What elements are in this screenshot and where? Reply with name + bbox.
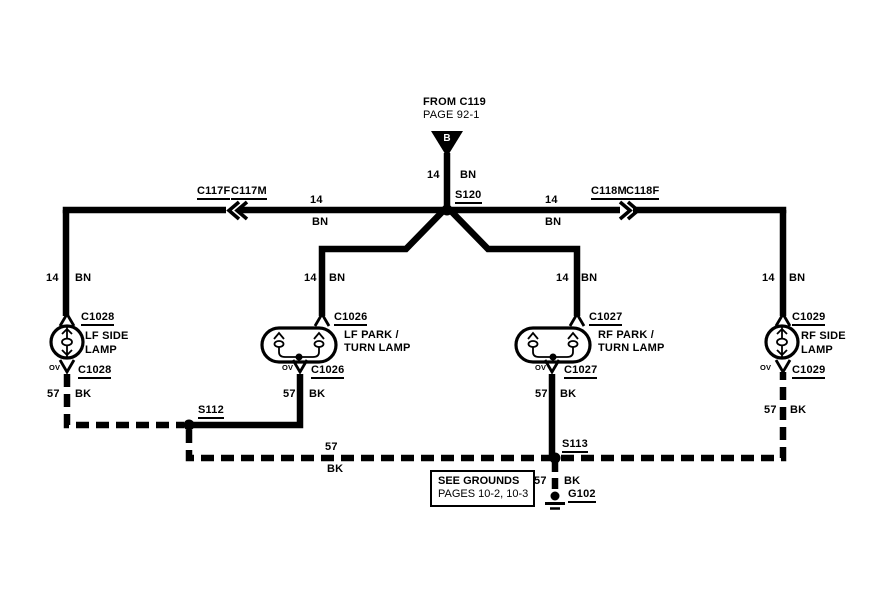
- splice-s120-dot: [441, 204, 453, 216]
- connector-flare-symbols: [58, 311, 792, 375]
- wire-gauge-label: 14: [545, 194, 558, 206]
- ground-g102-symbol: [545, 491, 565, 510]
- page-reference-label: PAGE 92-1: [423, 109, 480, 121]
- rf-side-lamp-name-line2: LAMP: [801, 344, 833, 356]
- connector-c1029-top-label: C1029: [792, 311, 826, 326]
- connector-c1028-bottom-label: C1028: [78, 364, 112, 379]
- wire-color-label: BN: [789, 272, 806, 284]
- inline-connector-c118-symbol: [618, 200, 641, 221]
- feed-wires-solid: [62, 153, 787, 316]
- connector-c117f-label: C117F: [197, 185, 231, 200]
- ground-wires-solid: [189, 374, 556, 458]
- splice-s120-label: S120: [455, 189, 482, 204]
- wire-color-label: BK: [564, 475, 581, 487]
- grounds-note-box: SEE GROUNDS PAGES 10-2, 10-3: [430, 470, 536, 507]
- lf-side-lamp-name-line1: LF SIDE: [85, 330, 129, 342]
- wire-color-label: BK: [560, 388, 577, 400]
- lf-side-lamp-symbol: [49, 324, 85, 360]
- wire-gauge-label: 57: [47, 388, 60, 400]
- connector-c1026-bottom-label: C1026: [311, 364, 345, 379]
- triangle-letter-label: B: [443, 133, 451, 144]
- rf-park-turn-lamp-name-line2: TURN LAMP: [598, 342, 665, 354]
- wire-color-label: BN: [312, 216, 329, 228]
- connector-c1026-top-label: C1026: [334, 311, 368, 326]
- wire-gauge-label: 14: [762, 272, 775, 284]
- wire-gauge-label: 14: [46, 272, 59, 284]
- splice-s113-label: S113: [562, 438, 588, 453]
- ground-wires-dashed: [63, 372, 787, 491]
- ground-g102-label: G102: [568, 488, 596, 503]
- wire-color-label: BK: [790, 404, 807, 416]
- rf-park-turn-lamp-symbol: [514, 326, 592, 364]
- connector-ov-label: OV: [282, 363, 294, 372]
- grounds-note-line2: PAGES 10-2, 10-3: [438, 488, 529, 500]
- lf-park-turn-lamp-name-line1: LF PARK /: [344, 329, 399, 341]
- splice-s112-dot: [183, 419, 195, 431]
- connector-ov-label: OV: [535, 363, 547, 372]
- connector-c1027-top-label: C1027: [589, 311, 623, 326]
- wire-color-label: BN: [75, 272, 92, 284]
- wire-gauge-label: 14: [304, 272, 317, 284]
- wire-color-label: BN: [329, 272, 346, 284]
- page-reference-triangle: [431, 131, 463, 157]
- connector-c117m-label: C117M: [231, 185, 267, 200]
- lf-park-turn-lamp-symbol: [260, 326, 338, 364]
- grounds-note-line1: SEE GROUNDS: [438, 475, 520, 487]
- wire-gauge-label: 14: [556, 272, 569, 284]
- lf-side-lamp-name-line2: LAMP: [85, 344, 117, 356]
- wire-color-label: BN: [581, 272, 598, 284]
- wire-color-label: BN: [460, 169, 477, 181]
- connector-ov-label: OV: [760, 363, 772, 372]
- inline-connector-c117-symbol: [226, 200, 249, 221]
- from-source-label: FROM C119: [423, 96, 486, 108]
- wire-gauge-label: 57: [283, 388, 296, 400]
- rf-side-lamp-name-line1: RF SIDE: [801, 330, 846, 342]
- splice-s113-dot: [549, 452, 561, 464]
- connector-c118m-label: C118M: [591, 185, 627, 200]
- rf-side-lamp-symbol: [764, 324, 800, 360]
- wire-gauge-label: 57: [535, 388, 548, 400]
- wire-color-label: BK: [75, 388, 92, 400]
- connector-c1027-bottom-label: C1027: [564, 364, 598, 379]
- wire-gauge-label: 57: [325, 441, 338, 453]
- wire-color-label: BK: [309, 388, 326, 400]
- wire-gauge-label: 14: [427, 169, 440, 181]
- wire-gauge-label: 57: [534, 475, 547, 487]
- connector-c1028-top-label: C1028: [81, 311, 115, 326]
- lf-park-turn-lamp-name-line2: TURN LAMP: [344, 342, 411, 354]
- wire-color-label: BN: [545, 216, 562, 228]
- wire-color-label: BK: [327, 463, 344, 475]
- wire-gauge-label: 14: [310, 194, 323, 206]
- connector-c1029-bottom-label: C1029: [792, 364, 826, 379]
- connector-ov-label: OV: [49, 363, 61, 372]
- splice-s112-label: S112: [198, 404, 224, 419]
- wire-gauge-label: 57: [764, 404, 777, 416]
- rf-park-turn-lamp-name-line1: RF PARK /: [598, 329, 654, 341]
- connector-c118f-label: C118F: [626, 185, 660, 200]
